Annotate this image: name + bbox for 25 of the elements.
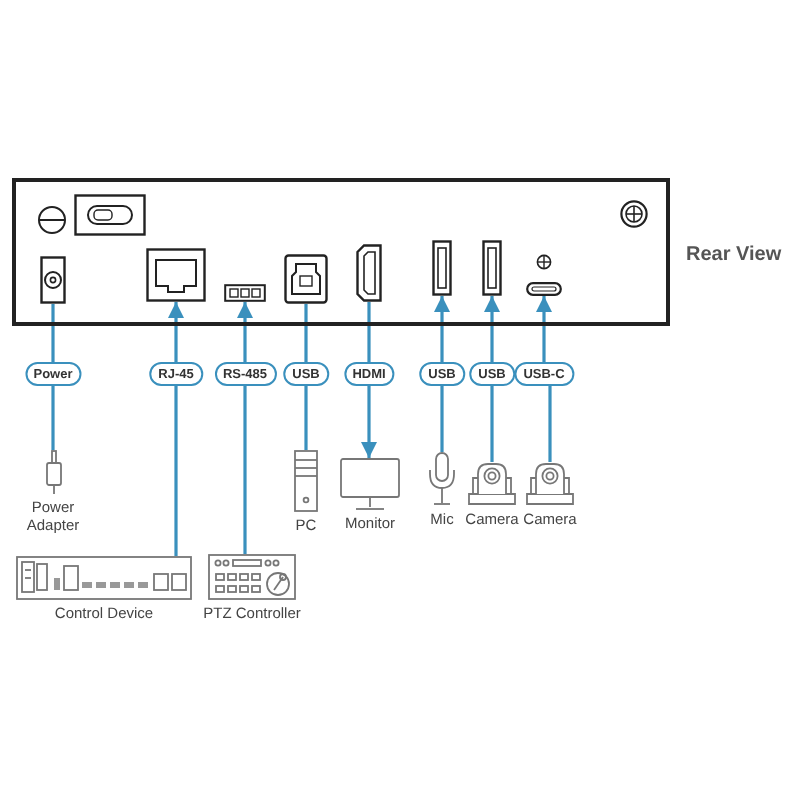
panel-heading: Rear View bbox=[686, 244, 782, 266]
connector-line bbox=[51, 386, 55, 450]
connector-line bbox=[440, 386, 444, 452]
hdmi-port bbox=[356, 244, 382, 302]
usb-a-port bbox=[432, 240, 452, 296]
connector-line bbox=[367, 302, 371, 362]
arrow bbox=[237, 302, 253, 362]
arrow bbox=[536, 296, 552, 362]
connector-line bbox=[490, 386, 494, 462]
arrow bbox=[168, 302, 184, 362]
connector-line bbox=[51, 304, 55, 362]
usb-a-port bbox=[482, 240, 502, 296]
usb-c-port bbox=[526, 282, 562, 296]
arrow bbox=[361, 386, 377, 458]
connector-line bbox=[243, 386, 247, 554]
dc-power-jack bbox=[40, 256, 66, 304]
arrow bbox=[484, 296, 500, 362]
usb-b-port bbox=[284, 254, 328, 304]
connector-line bbox=[304, 304, 308, 362]
connector-line bbox=[174, 386, 178, 556]
connector-line bbox=[304, 386, 308, 450]
ethernet-port bbox=[146, 248, 206, 302]
terminal-block-port bbox=[224, 284, 266, 302]
connector-line bbox=[548, 386, 552, 462]
arrow bbox=[434, 296, 450, 362]
